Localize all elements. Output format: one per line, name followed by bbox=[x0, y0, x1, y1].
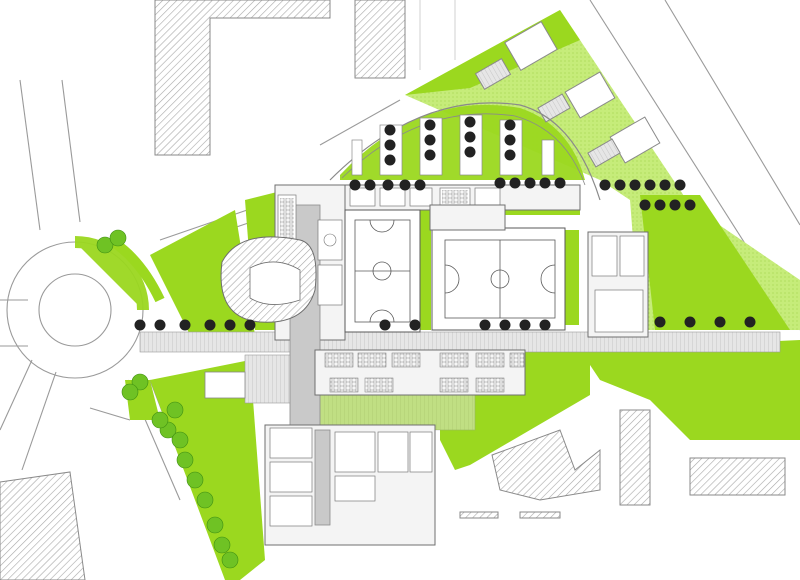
tree-canopy bbox=[176, 451, 194, 469]
tree bbox=[684, 199, 696, 211]
classroom-furniture bbox=[324, 352, 525, 393]
tree-canopy bbox=[131, 373, 149, 391]
tree bbox=[504, 134, 516, 146]
east-link bbox=[429, 204, 506, 231]
tree bbox=[424, 134, 436, 146]
tree bbox=[654, 199, 666, 211]
tree-canopy bbox=[109, 229, 127, 247]
tree-canopy bbox=[121, 383, 139, 401]
existing-building-south-tower bbox=[619, 409, 651, 506]
tree-canopies bbox=[96, 229, 239, 569]
plaza-kiosk bbox=[204, 371, 246, 399]
tree-canopy bbox=[151, 411, 169, 429]
tree bbox=[519, 319, 531, 331]
tree bbox=[154, 319, 166, 331]
tree bbox=[464, 146, 476, 158]
tree bbox=[224, 319, 236, 331]
tree bbox=[674, 179, 686, 191]
tree bbox=[204, 319, 216, 331]
tree bbox=[539, 319, 551, 331]
tree bbox=[504, 119, 516, 131]
tree bbox=[494, 177, 506, 189]
site-boundary bbox=[419, 0, 456, 70]
existing-building-west bbox=[0, 471, 86, 580]
tree bbox=[539, 177, 551, 189]
school-complex bbox=[220, 184, 649, 546]
tree bbox=[509, 177, 521, 189]
existing-building-north-l bbox=[154, 0, 331, 156]
tree bbox=[644, 179, 656, 191]
existing-building-small-1 bbox=[459, 511, 499, 519]
tree bbox=[524, 177, 536, 189]
tree bbox=[639, 199, 651, 211]
tree bbox=[684, 316, 696, 328]
tree bbox=[669, 199, 681, 211]
tree bbox=[464, 116, 476, 128]
tree bbox=[414, 179, 426, 191]
tree bbox=[179, 319, 191, 331]
tree-row-dark bbox=[134, 116, 756, 331]
tree-canopy bbox=[171, 431, 189, 449]
tree bbox=[479, 319, 491, 331]
tree bbox=[464, 131, 476, 143]
tree bbox=[499, 319, 511, 331]
tree bbox=[399, 179, 411, 191]
tree bbox=[599, 179, 611, 191]
tree bbox=[382, 179, 394, 191]
tree bbox=[364, 179, 376, 191]
tree-canopy bbox=[196, 491, 214, 509]
tree-canopy bbox=[166, 401, 184, 419]
tree bbox=[379, 319, 391, 331]
existing-building-south-center bbox=[491, 429, 601, 501]
tree bbox=[629, 179, 641, 191]
roundabout bbox=[6, 235, 165, 379]
tree bbox=[409, 319, 421, 331]
tree bbox=[349, 179, 361, 191]
tree bbox=[424, 119, 436, 131]
tree-canopy bbox=[186, 471, 204, 489]
tree bbox=[714, 316, 726, 328]
tree bbox=[134, 319, 146, 331]
tree bbox=[384, 139, 396, 151]
tree bbox=[424, 149, 436, 161]
tree bbox=[504, 149, 516, 161]
tree bbox=[384, 124, 396, 136]
tree bbox=[744, 316, 756, 328]
tree-canopy bbox=[221, 551, 239, 569]
tree bbox=[384, 154, 396, 166]
main-promenade bbox=[139, 331, 781, 353]
tree-canopy bbox=[213, 536, 231, 554]
tree bbox=[659, 179, 671, 191]
tree bbox=[554, 177, 566, 189]
existing-building-small-2 bbox=[519, 511, 561, 519]
football-court bbox=[431, 227, 566, 331]
tree bbox=[614, 179, 626, 191]
existing-building-southeast bbox=[689, 457, 786, 496]
tree bbox=[244, 319, 256, 331]
tree-canopy bbox=[96, 236, 114, 254]
tree bbox=[654, 316, 666, 328]
residential-houses bbox=[474, 20, 661, 168]
tree-canopy bbox=[206, 516, 224, 534]
existing-building-north-block bbox=[354, 0, 406, 79]
